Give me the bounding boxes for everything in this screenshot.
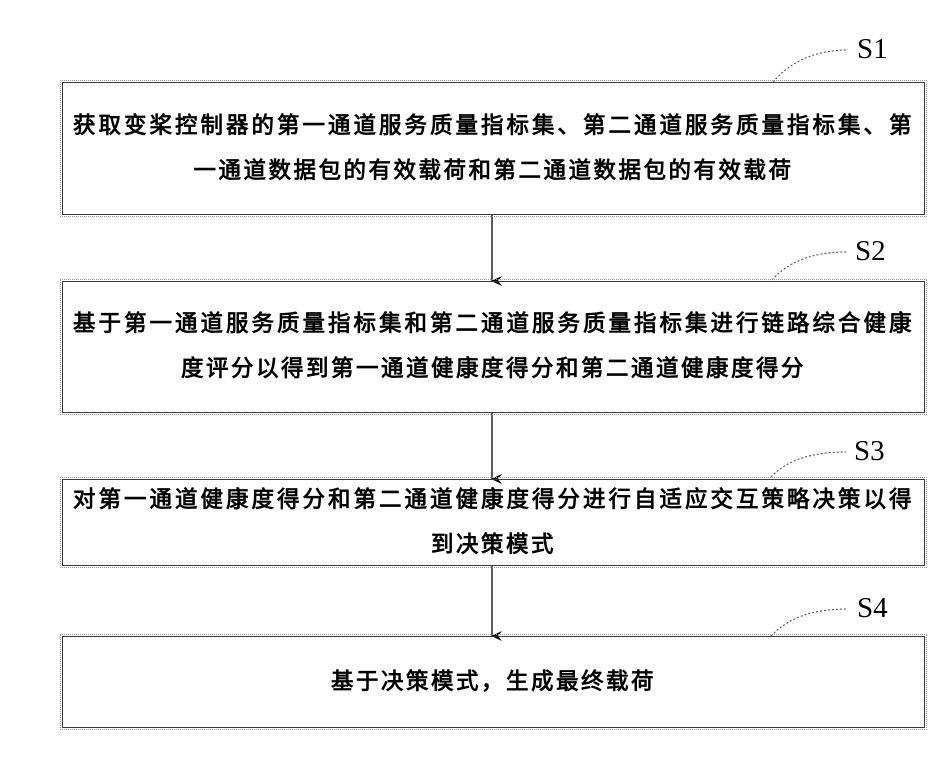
step-label-s4: S4 bbox=[857, 594, 888, 623]
step-text-s3: 对第一通道健康度得分和第二通道健康度得分进行自适应交互策略决策以得到决策模式 bbox=[73, 478, 914, 568]
step-box-s3: 对第一通道健康度得分和第二通道健康度得分进行自适应交互策略决策以得到决策模式 bbox=[62, 479, 925, 566]
leader-line-s1 bbox=[773, 50, 848, 82]
step-text-s4: 基于决策模式，生成最终载荷 bbox=[73, 660, 914, 705]
step-text-s1: 获取变桨控制器的第一通道服务质量指标集、第二通道服务质量指标集、第一通道数据包的… bbox=[73, 104, 914, 194]
step-box-s1: 获取变桨控制器的第一通道服务质量指标集、第二通道服务质量指标集、第一通道数据包的… bbox=[62, 82, 925, 215]
step-text-s2: 基于第一通道服务质量指标集和第二通道服务质量指标集进行链路综合健康度评分以得到第… bbox=[73, 302, 914, 392]
step-box-s2: 基于第一通道服务质量指标集和第二通道服务质量指标集进行链路综合健康度评分以得到第… bbox=[62, 281, 925, 413]
leader-line-s3 bbox=[771, 452, 846, 477]
step-box-s4: 基于决策模式，生成最终载荷 bbox=[62, 636, 925, 728]
leader-line-s2 bbox=[772, 252, 847, 280]
step-label-s3: S3 bbox=[854, 437, 885, 466]
step-label-s1: S1 bbox=[857, 35, 888, 64]
leader-line-s4 bbox=[771, 609, 848, 636]
step-label-s2: S2 bbox=[855, 237, 886, 266]
